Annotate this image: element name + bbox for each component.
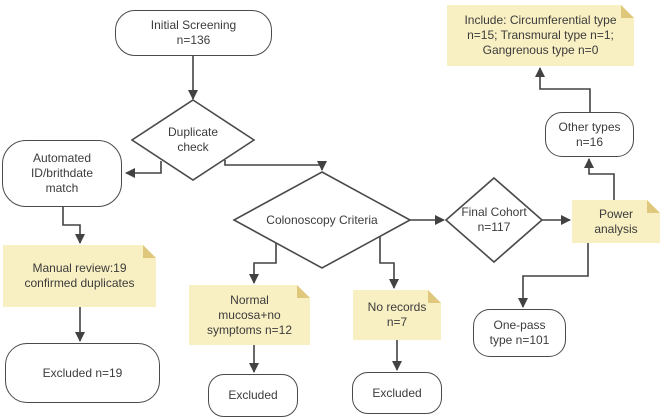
- arrow-duplicate-to-automated: [125, 161, 162, 178]
- arrow-colonoscopy-to-no-records: [379, 236, 399, 289]
- note-manual-review: Manual review:19 confirmed duplicates: [3, 245, 156, 307]
- node-automated-match: Automated ID/brithdate match: [2, 140, 122, 207]
- arrow-other-types-to-include: [535, 67, 591, 112]
- note-background: [572, 200, 660, 243]
- node-excluded-records-label: Excluded: [372, 385, 422, 400]
- arrow-power-to-one-pass: [518, 243, 589, 308]
- node-other-types: Other types n=16: [545, 112, 634, 157]
- node-initial-screening: Initial Screening n=136: [115, 10, 272, 56]
- node-excluded-records: Excluded: [352, 372, 442, 414]
- final-cohort-diamond: [444, 176, 544, 264]
- node-excluded-duplicates: Excluded n=19: [5, 343, 160, 403]
- arrow-colonoscopy-to-normal-mucosa: [249, 243, 277, 284]
- node-other-types-label: Other types n=16: [558, 119, 621, 149]
- folded-corner-icon: [647, 200, 660, 213]
- node-automated-match-label: Automated ID/brithdate match: [30, 151, 94, 195]
- note-power-analysis: Power analysis: [572, 200, 660, 243]
- note-no-records-label: No records n=7: [367, 300, 427, 329]
- note-include-types: Include: Circumferential type n=15; Tran…: [447, 5, 634, 66]
- arrow-power-to-other-types: [584, 158, 615, 200]
- node-initial-screening-label: Initial Screening n=136: [150, 18, 237, 47]
- note-background: [3, 245, 156, 307]
- folded-corner-icon: [621, 5, 634, 18]
- note-background: [447, 5, 634, 66]
- note-normal-mucosa-label: Normal mucosa+no symptoms n=12: [206, 292, 293, 337]
- note-include-types-label: Include: Circumferential type n=15; Tran…: [464, 13, 617, 57]
- node-excluded-duplicates-label: Excluded n=19: [42, 365, 123, 380]
- note-background: [189, 285, 310, 345]
- arrow-automated-to-manual-review: [62, 207, 85, 244]
- folded-corner-icon: [297, 285, 310, 298]
- note-no-records: No records n=7: [353, 290, 441, 340]
- arrow-duplicate-to-colonoscopy: [224, 160, 327, 171]
- node-excluded-mucosa-label: Excluded: [228, 388, 278, 402]
- note-background: [353, 290, 441, 340]
- colonoscopy-criteria-diamond: [232, 171, 412, 269]
- node-excluded-mucosa: Excluded: [208, 374, 298, 417]
- note-normal-mucosa: Normal mucosa+no symptoms n=12: [189, 285, 310, 345]
- node-one-pass-label: One-pass type n=101: [489, 318, 550, 347]
- note-power-analysis-label: Power analysis: [594, 206, 638, 236]
- note-manual-review-label: Manual review:19 confirmed duplicates: [24, 261, 135, 290]
- node-one-pass: One-pass type n=101: [473, 309, 566, 357]
- duplicate-check-diamond: [130, 99, 256, 181]
- folded-corner-icon: [428, 290, 441, 303]
- folded-corner-icon: [143, 245, 156, 258]
